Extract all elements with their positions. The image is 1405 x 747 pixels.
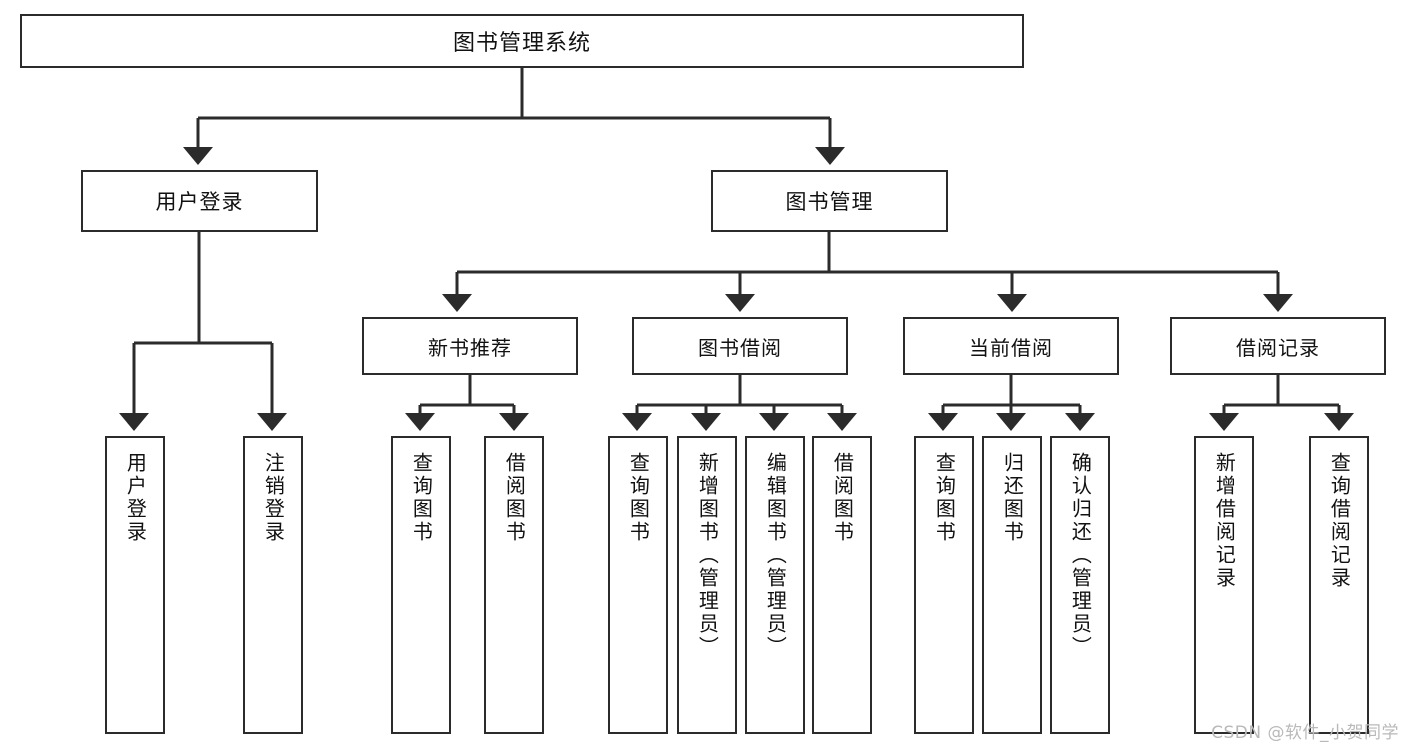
node-borrow-record[interactable]: 借阅记录 [1170,317,1386,375]
leaf-recommend-borrow-book[interactable]: 借阅图书 [484,436,544,734]
node-book-borrow[interactable]: 图书借阅 [632,317,848,375]
node-label: 借阅记录 [1236,335,1320,360]
leaf-current-confirm-return-admin[interactable]: 确认归还（管理员） [1050,436,1110,734]
node-label: 确认归还（管理员） [1068,452,1093,659]
node-label: 新书推荐 [428,335,512,360]
node-label: 图书管理 [785,190,874,214]
node-label: 查询图书 [932,452,957,544]
leaf-borrow-query-book[interactable]: 查询图书 [608,436,668,734]
node-label: 编辑图书（管理员） [763,452,788,659]
node-label: 新增借阅记录 [1212,452,1237,590]
node-root-system[interactable]: 图书管理系统 [20,14,1024,68]
node-label: 归还图书 [1000,452,1025,544]
node-label: 查询图书 [626,452,651,544]
node-label: 图书借阅 [698,335,782,360]
node-label: 当前借阅 [969,335,1053,360]
leaf-record-add-record[interactable]: 新增借阅记录 [1194,436,1254,734]
leaf-borrow-add-book-admin[interactable]: 新增图书（管理员） [677,436,737,734]
node-label: 注销登录 [261,452,286,544]
node-label: 图书管理系统 [452,31,591,56]
leaf-user-login-logout[interactable]: 注销登录 [243,436,303,734]
node-label: 新增图书（管理员） [695,452,720,659]
node-label: 用户登录 [123,452,148,544]
node-label: 查询借阅记录 [1327,452,1352,590]
node-book-management[interactable]: 图书管理 [711,170,948,232]
node-label: 借阅图书 [830,452,855,544]
node-label: 借阅图书 [502,452,527,544]
leaf-record-query-record[interactable]: 查询借阅记录 [1309,436,1369,734]
leaf-borrow-borrow-book[interactable]: 借阅图书 [812,436,872,734]
node-new-book-recommend[interactable]: 新书推荐 [362,317,578,375]
leaf-borrow-edit-book-admin[interactable]: 编辑图书（管理员） [745,436,805,734]
csdn-watermark: CSDN @软件_小贺同学 [1211,723,1399,743]
leaf-current-return-book[interactable]: 归还图书 [982,436,1042,734]
node-label: 用户登录 [155,190,244,214]
leaf-user-login-login[interactable]: 用户登录 [105,436,165,734]
node-label: 查询图书 [409,452,434,544]
node-user-login[interactable]: 用户登录 [81,170,318,232]
node-current-borrow[interactable]: 当前借阅 [903,317,1119,375]
leaf-recommend-query-book[interactable]: 查询图书 [391,436,451,734]
leaf-current-query-book[interactable]: 查询图书 [914,436,974,734]
